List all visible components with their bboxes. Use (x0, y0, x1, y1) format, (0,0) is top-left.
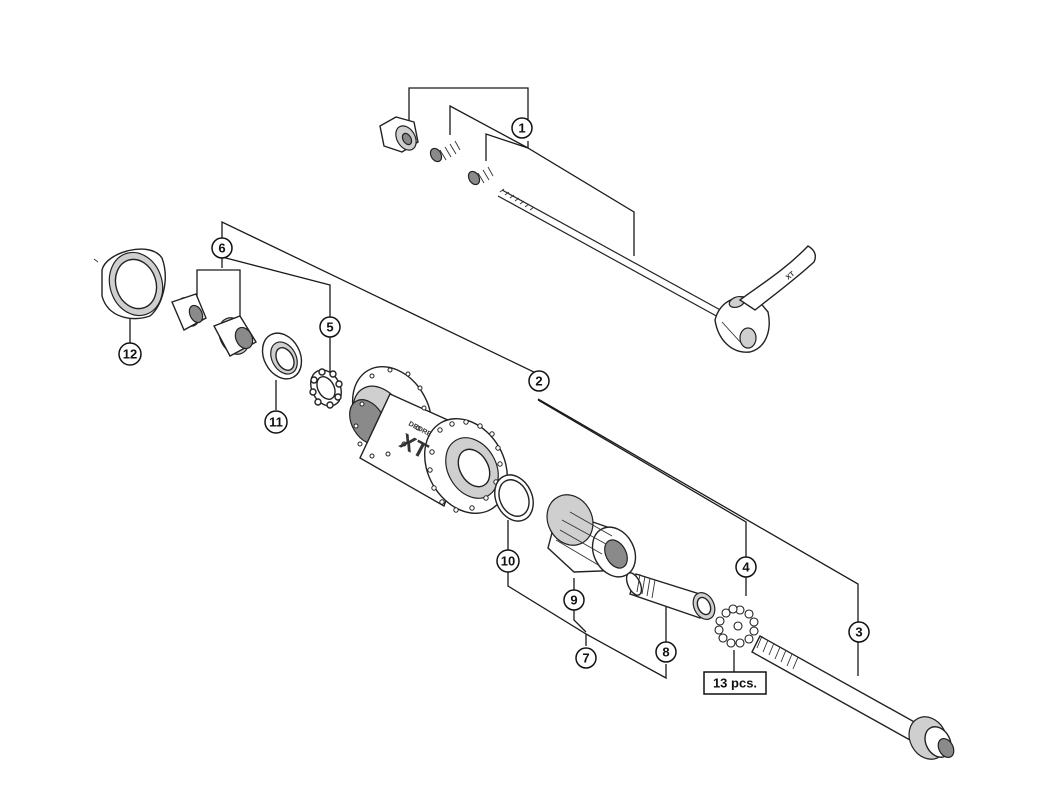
callout-3-label: 3 (855, 625, 862, 640)
quick-release-skewer: XT (379, 116, 817, 353)
callout-9: 9 (563, 589, 585, 611)
callout-2: 2 (528, 370, 550, 392)
quantity-callout: 13 pcs. (703, 671, 767, 695)
callout-11-label: 11 (269, 415, 283, 430)
callout-7-label: 7 (582, 651, 589, 666)
callout-5: 5 (319, 316, 341, 338)
callout-7: 7 (575, 647, 597, 669)
callout-4: 4 (735, 556, 757, 578)
callout-12-label: 12 (123, 347, 137, 362)
callout-3: 3 (848, 621, 870, 643)
callout-6-label: 6 (218, 241, 225, 256)
callout-10: 10 (496, 549, 520, 573)
callout-9-label: 9 (570, 593, 577, 608)
callout-6: 6 (211, 237, 233, 259)
leader-lines (129, 87, 859, 680)
svg-text:XT: XT (785, 270, 797, 281)
callout-1: 1 (511, 117, 533, 139)
callout-2-label: 2 (535, 374, 542, 389)
part-6-cone-set (171, 293, 257, 357)
callout-12: 12 (118, 342, 142, 366)
hub-body: XT DEORE (349, 366, 509, 514)
callout-1-label: 1 (518, 121, 525, 136)
part-8-spacer-tube (625, 572, 716, 620)
callout-11: 11 (264, 410, 288, 434)
part-3-axle (751, 635, 955, 760)
quantity-label: 13 pcs. (713, 676, 757, 691)
part-11-seal (261, 332, 303, 380)
part-5-ball-retainer (309, 368, 343, 409)
callout-10-label: 10 (501, 554, 515, 569)
part-4-ball-bearings (714, 604, 759, 648)
part-10-washer (494, 474, 534, 522)
part-9-freehub-body (546, 494, 637, 578)
callout-8: 8 (655, 641, 677, 663)
part-12-cap (93, 248, 166, 320)
callout-4-label: 4 (742, 560, 750, 575)
callout-5-label: 5 (326, 320, 333, 335)
callout-8-label: 8 (662, 645, 669, 660)
